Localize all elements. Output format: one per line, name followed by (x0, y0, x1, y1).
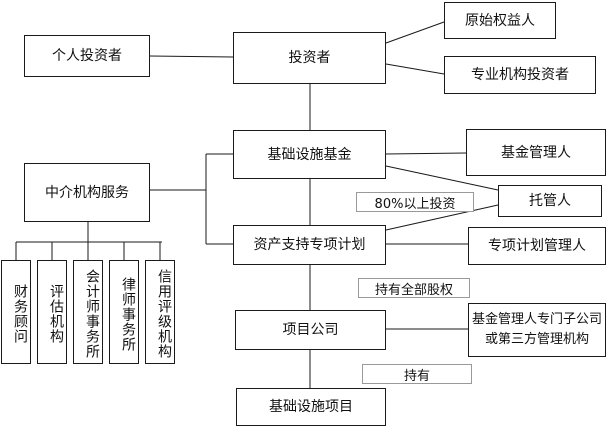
appraisal-agency-box: 评估机构 (37, 260, 67, 364)
company-manager-box: 基金管理人专门子公司 或第三方管理机构 (468, 303, 606, 357)
credit-rating-agency-box: 信用评级机构 (145, 260, 175, 364)
plan-manager-label: 专项计划管理人 (488, 238, 586, 254)
accounting-firm-label: 会计师事务所 (84, 269, 100, 359)
connector-individual-investor (149, 55, 234, 58)
original-owner-label: 原始权益人 (465, 12, 535, 29)
plan-manager-box: 专项计划管理人 (468, 227, 606, 265)
abs-plan-label: 资产支持专项计划 (253, 237, 366, 253)
custodian-box: 托管人 (498, 185, 602, 217)
invest-80-tag: 80%以上投资 (356, 192, 474, 212)
intermediary-label: 中介机构服务 (45, 184, 129, 201)
investor-label: 投资者 (288, 50, 331, 66)
law-firm-label: 律师事务所 (120, 276, 136, 352)
appraisal-agency-label: 评估机构 (48, 284, 64, 344)
connector-fund-manager (385, 152, 467, 155)
hold-all-equity-label: 持有全部股权 (374, 282, 453, 298)
professional-investor-box: 专业机构投资者 (444, 56, 596, 94)
invest-80-label: 80%以上投资 (374, 196, 456, 212)
infra-fund-box: 基础设施基金 (233, 130, 386, 179)
financial-advisor-box: 财务顾问 (1, 260, 31, 364)
investor-box: 投资者 (233, 32, 386, 84)
project-company-box: 项目公司 (235, 310, 386, 350)
intermediary-box: 中介机构服务 (24, 163, 150, 222)
company-manager-label: 基金管理人专门子公司 或第三方管理机构 (471, 312, 602, 347)
connector-fund-custodian (385, 165, 499, 191)
law-firm-box: 律师事务所 (109, 260, 139, 364)
project-company-label: 项目公司 (282, 322, 339, 338)
connector-professional-investor (385, 63, 445, 75)
individual-investor-label: 个人投资者 (52, 48, 122, 64)
fund-manager-box: 基金管理人 (466, 129, 606, 176)
hold-tag: 持有 (362, 364, 472, 384)
professional-investor-label: 专业机构投资者 (471, 67, 569, 83)
infra-project-box: 基础设施项目 (236, 388, 386, 426)
infra-fund-label: 基础设施基金 (267, 146, 352, 163)
connector-plan-custodian (385, 204, 499, 231)
connector-original-owner (385, 21, 445, 44)
custodian-label: 托管人 (529, 193, 571, 209)
infra-project-label: 基础设施项目 (269, 399, 353, 415)
accounting-firm-box: 会计师事务所 (73, 260, 103, 364)
individual-investor-box: 个人投资者 (24, 35, 150, 77)
hold-label: 持有 (403, 368, 430, 384)
abs-plan-box: 资产支持专项计划 (233, 225, 386, 265)
original-owner-box: 原始权益人 (444, 2, 556, 39)
credit-rating-agency-label: 信用评级机构 (156, 269, 172, 359)
financial-advisor-label: 财务顾问 (12, 284, 28, 344)
hold-all-equity-tag: 持有全部股权 (358, 278, 470, 298)
fund-manager-label: 基金管理人 (501, 144, 571, 161)
